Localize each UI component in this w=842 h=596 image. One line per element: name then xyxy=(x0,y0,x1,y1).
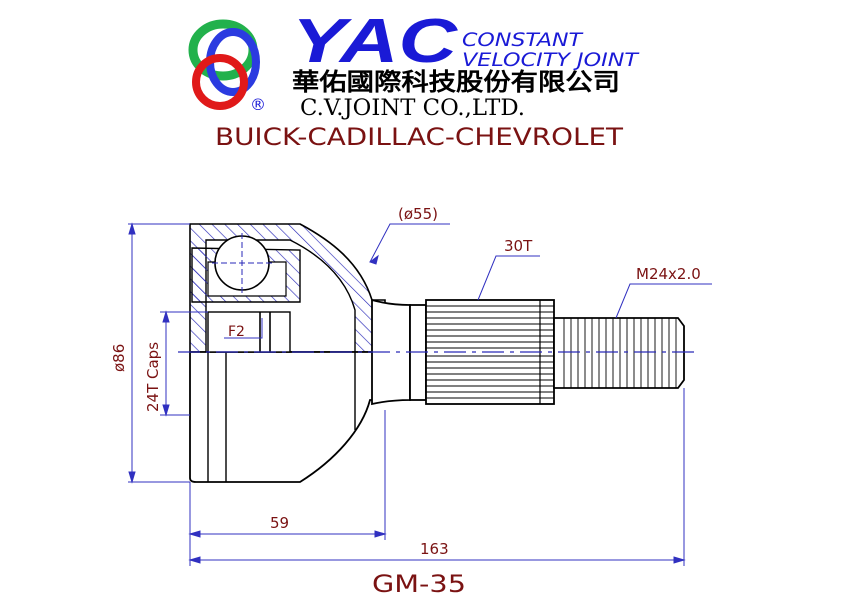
label-length-bell: 59 xyxy=(270,514,289,532)
spline-teeth xyxy=(426,305,554,399)
registered-mark: ® xyxy=(250,95,266,114)
label-spline: 30T xyxy=(504,237,533,255)
part-number: GM-35 xyxy=(372,570,466,596)
company-name-english: C.V.JOINT CO.,LTD. xyxy=(300,96,525,121)
bell-housing-body xyxy=(189,351,386,483)
tagline-line1: CONSTANT xyxy=(462,29,584,51)
label-thread: M24x2.0 xyxy=(636,265,701,283)
thread-section xyxy=(553,317,685,389)
label-abs-teeth: 24T Caps xyxy=(144,342,162,412)
application-title: BUICK-CADILLAC-CHEVROLET xyxy=(215,123,623,151)
label-outer-diameter: ø86 xyxy=(110,344,128,372)
label-bell-diameter: (ø55) xyxy=(398,205,438,223)
company-logo-icon xyxy=(188,19,260,110)
company-name-chinese: 華佑國際科技股份有限公司 xyxy=(292,68,620,96)
thread-lines xyxy=(563,318,677,388)
cv-joint-part xyxy=(189,223,685,483)
label-feature: F2 xyxy=(228,324,245,340)
brand-mark: YAC xyxy=(292,7,459,76)
tagline-line2: VELOCITY JOINT xyxy=(462,49,640,71)
dimension-lines xyxy=(128,222,712,566)
label-length-total: 163 xyxy=(420,540,449,558)
